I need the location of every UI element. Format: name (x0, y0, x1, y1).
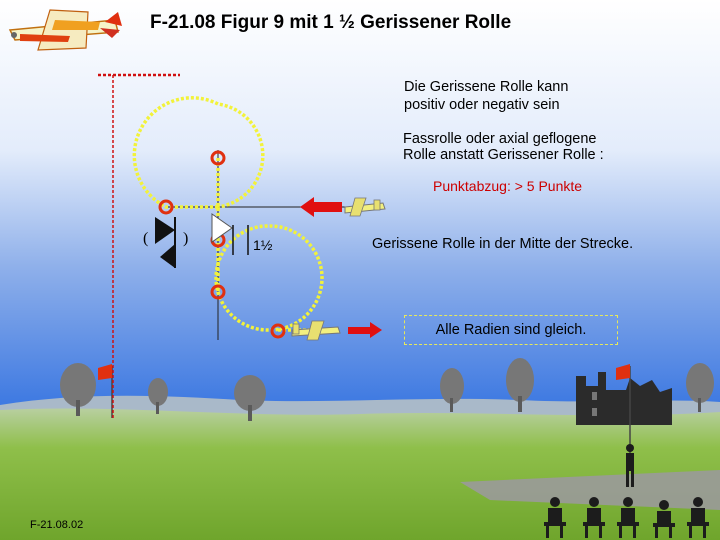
roll-direction-note-line1: Die Gerissene Rolle kann (404, 79, 569, 95)
alternative-roll-note: Fassrolle oder axial geflogene Rolle ans… (403, 131, 663, 163)
roll-fraction-label: 1½ (253, 237, 273, 253)
marker (210, 284, 226, 300)
ruin-window (592, 392, 597, 400)
tree-mid (234, 375, 266, 421)
tree-left (60, 363, 96, 416)
alternative-roll-note-line2: Rolle anstatt Gerissener Rolle : (403, 147, 604, 163)
plane-exit (291, 320, 341, 341)
judge (653, 500, 675, 538)
roll-direction-note: Die Gerissene Rolle kann positiv oder ne… (404, 78, 634, 114)
marker (210, 150, 226, 166)
half-roll-symbol (211, 213, 249, 255)
roll-position-note: Gerissene Rolle in der Mitte der Strecke… (372, 236, 634, 252)
marker (270, 323, 286, 339)
marker (158, 199, 174, 215)
judge (544, 497, 566, 538)
snap-roll-symbol (155, 217, 176, 268)
tree-right (440, 358, 714, 412)
entry-arrow-left (300, 197, 342, 217)
ruin-window (592, 408, 597, 416)
bracket-left: ( (143, 230, 149, 247)
flag-left (98, 364, 113, 418)
bracket-right: ) (183, 230, 189, 247)
judge (583, 497, 605, 538)
ruin-building (576, 372, 672, 425)
tree-mid-left (148, 378, 168, 414)
judge (617, 497, 639, 538)
exit-arrow-right (348, 322, 382, 338)
pilot-figure (626, 444, 634, 487)
page-title: F-21.08 Figur 9 mit 1 ½ Gerissener Rolle (150, 12, 512, 33)
plane-entry (344, 197, 386, 217)
judge (687, 497, 709, 538)
grass (0, 408, 720, 540)
penalty-note: Punktabzug: > 5 Punkte (433, 178, 583, 194)
runway (460, 470, 720, 510)
radii-note-box: Alle Radien sind gleich. (404, 315, 618, 345)
roll-direction-note-line2: positiv oder negativ sein (404, 97, 560, 113)
alternative-roll-note-line1: Fassrolle oder axial geflogene (403, 131, 597, 147)
judges-group (544, 497, 709, 538)
slide-footer-code: F-21.08.02 (30, 519, 84, 531)
flag-right (616, 364, 631, 458)
logo-airplane (8, 9, 122, 51)
